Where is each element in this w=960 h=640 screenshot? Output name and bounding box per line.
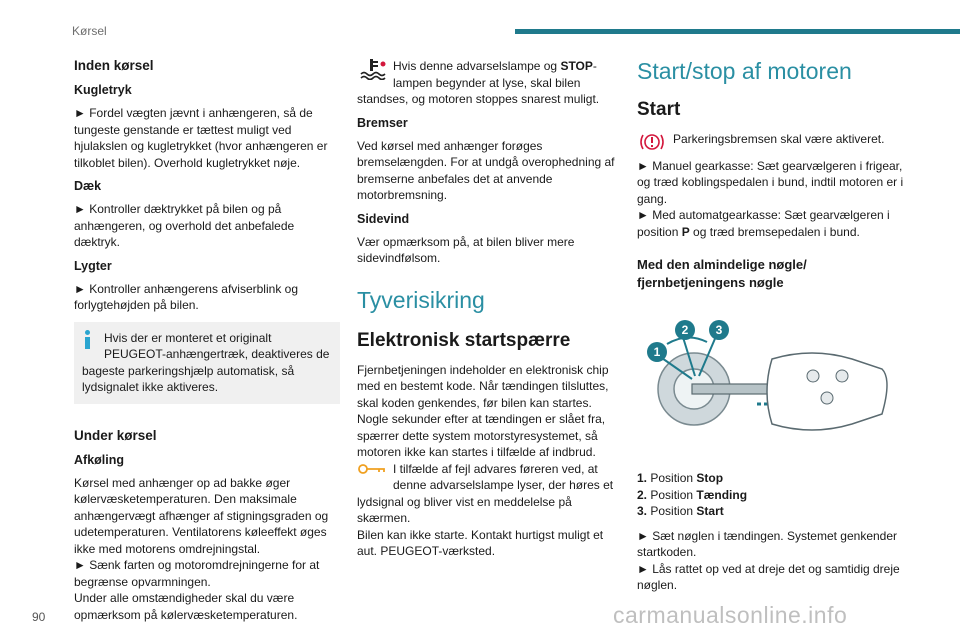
page-number: 90 — [32, 610, 46, 624]
heading-daek: Dæk — [74, 179, 102, 193]
info-text: Hvis der er monteret et originalt PEUGEO… — [82, 330, 330, 395]
text-park: Parkeringsbremsen skal være aktiveret. — [673, 132, 885, 146]
callout-3: 3 — [709, 320, 729, 340]
warning-text-post: -lampen begynder at lyse, skal bilen sta… — [357, 59, 600, 106]
header-accent-bar — [515, 29, 960, 34]
svg-text:1: 1 — [654, 345, 661, 359]
warning-paragraph: Hvis denne advarselslampe og STOP-lampen… — [357, 58, 615, 108]
text-elektronisk: Fjernbetjeningen indeholder en elektroni… — [357, 362, 609, 460]
position-item-3: 3. Position Start — [637, 504, 724, 518]
callout-2: 2 — [675, 320, 695, 340]
text-daek: ► Kontroller dæktrykket på bilen og på a… — [74, 202, 295, 249]
heading-afkoeling: Afkøling — [74, 452, 124, 467]
position-item-1: 1. Position Stop — [637, 471, 724, 485]
svg-text:2: 2 — [682, 323, 689, 337]
coolant-temperature-icon — [357, 58, 387, 81]
text-bremser: Ved kørsel med anhænger forøges bremselæ… — [357, 138, 615, 203]
key-ignition-illustration: 1 2 3 — [637, 304, 895, 464]
svg-text:3: 3 — [716, 323, 723, 337]
parking-brake-icon — [637, 131, 667, 153]
heading-start: Start — [637, 99, 681, 120]
text-afkoeling: Kørsel med anhænger op ad bakke øger køl… — [74, 475, 329, 556]
section-title-under-korsel: Under kørsel — [74, 427, 157, 443]
text-afkoeling-bullet: ► Sænk farten og motoromdrejningerne for… — [74, 558, 320, 589]
text-kugletryk: ► Fordel vægten jævnt i anhængeren, så d… — [74, 106, 328, 170]
watermark: carmanualsonline.info — [613, 602, 848, 628]
warning-text-pre: Hvis denne advarselslampe og — [393, 59, 561, 73]
key-warning-icon — [357, 461, 387, 483]
heading-kugletryk: Kugletryk — [74, 83, 132, 97]
column-2: Hvis denne advarselslampe og STOP-lampen… — [357, 58, 615, 560]
text-manual: ► Manuel gearkasse: Sæt gearvælgeren i f… — [637, 158, 904, 206]
text-sidevind: Vær opmærksom på, at bilen bliver mere s… — [357, 234, 575, 266]
info-box: Hvis der er monteret et originalt PEUGEO… — [74, 321, 340, 404]
section-title-start-stop: Start/stop af motoren — [637, 58, 852, 84]
text-auto: ► Med automatgearkasse: Sæt gearvælgeren… — [637, 208, 890, 239]
running-header: Kørsel — [72, 24, 107, 38]
callout-1: 1 — [647, 342, 667, 362]
warning-text-stop: STOP — [560, 59, 593, 73]
text-afkoeling-end: Under alle omstændigheder skal du være o… — [74, 591, 298, 622]
text-fault-end: Bilen kan ikke starte. Kontakt hurtigst … — [357, 527, 604, 559]
section-title-tyverisikring: Tyverisikring — [357, 286, 485, 313]
column-3: Start/stop af motoren Start Parkeringsbr… — [637, 58, 905, 594]
position-item-2: 2. Position Tænding — [637, 487, 748, 502]
heading-sidevind: Sidevind — [357, 211, 410, 226]
heading-bremser: Bremser — [357, 115, 408, 130]
heading-key: Med den almindelige nøgle/ fjernbetjenin… — [637, 257, 807, 290]
park-paragraph: Parkeringsbremsen skal være aktiveret. — [637, 131, 905, 150]
fault-paragraph: I tilfælde af fejl advares føreren ved, … — [357, 461, 615, 527]
text-fault: I tilfælde af fejl advares føreren ved, … — [357, 461, 614, 526]
section-title-inden-korsel: Inden kørsel — [74, 58, 154, 73]
positions-list: 1. Position Stop 2. Position Tænding 3. … — [637, 470, 905, 520]
info-icon — [82, 329, 96, 349]
text-insert-key: ► Sæt nøglen i tændingen. Systemet genke… — [637, 528, 898, 560]
column-1: Inden kørsel Kugletryk ► Fordel vægten j… — [74, 58, 340, 623]
heading-lygter: Lygter — [74, 258, 112, 273]
text-unlock-steering: ► Lås rattet op ved at dreje det og samt… — [637, 561, 900, 593]
heading-elektronisk-startspaerre: Elektronisk startspærre — [357, 329, 571, 351]
text-lygter: ► Kontroller anhængerens afviserblink og… — [74, 281, 298, 313]
